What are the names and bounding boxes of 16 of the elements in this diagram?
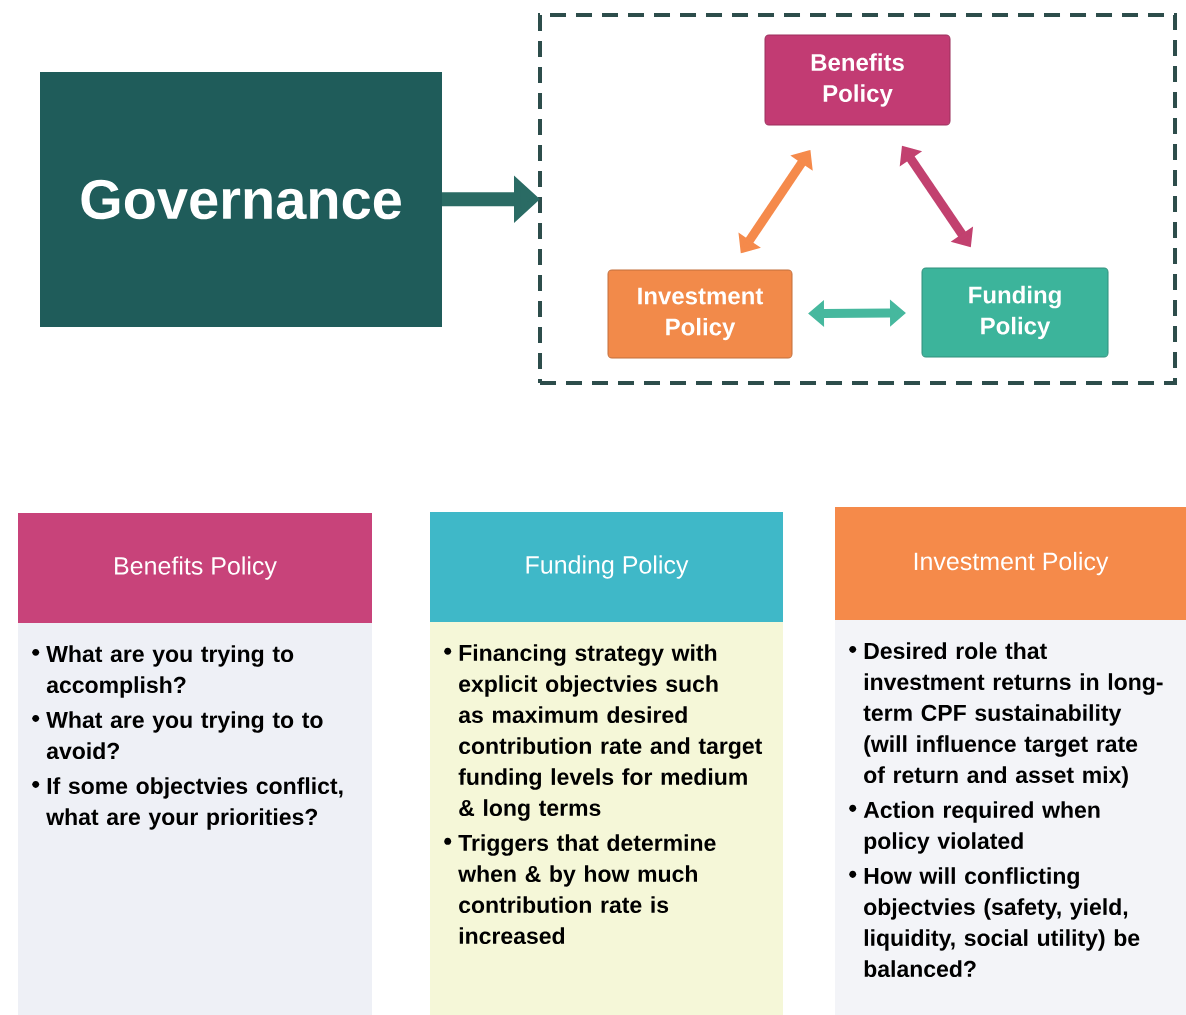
policy-box: Investment Policy — [607, 269, 793, 359]
policy-box: Benefits Policy — [764, 34, 951, 126]
card-header: Benefits Policy — [18, 513, 372, 623]
bullet-point: Action required when policy violated — [863, 801, 1100, 854]
bullet-point: Financing strategy with explicit objectvies such as maximum desired contribution rate and target funding levels for medium & long terms — [458, 644, 763, 821]
policy-box: Funding Policy — [921, 267, 1109, 358]
card-header: Investment Policy — [835, 507, 1186, 620]
bullet-point: How will conflicting objectvies (safety, yield, liquidity, social utility) be balanced? — [864, 867, 1140, 978]
dashed-group-box — [538, 13, 1177, 385]
bullet-point: Triggers that determine when & by how much contribution rate is increased — [458, 834, 716, 945]
bullet-point: What are you trying to to avoid? — [46, 711, 323, 760]
card-header: Funding Policy — [430, 512, 783, 622]
bullet-point: What are you trying to accomplish? — [46, 645, 294, 698]
bullet-point: Desired role that investment returns in long-term CPF sustainability (will influence target rate of return and asset mix) — [863, 642, 1163, 788]
bullet-point: If some objectvies conflict, what are your priorities? — [46, 777, 343, 830]
governance-box: Governance — [40, 72, 442, 327]
